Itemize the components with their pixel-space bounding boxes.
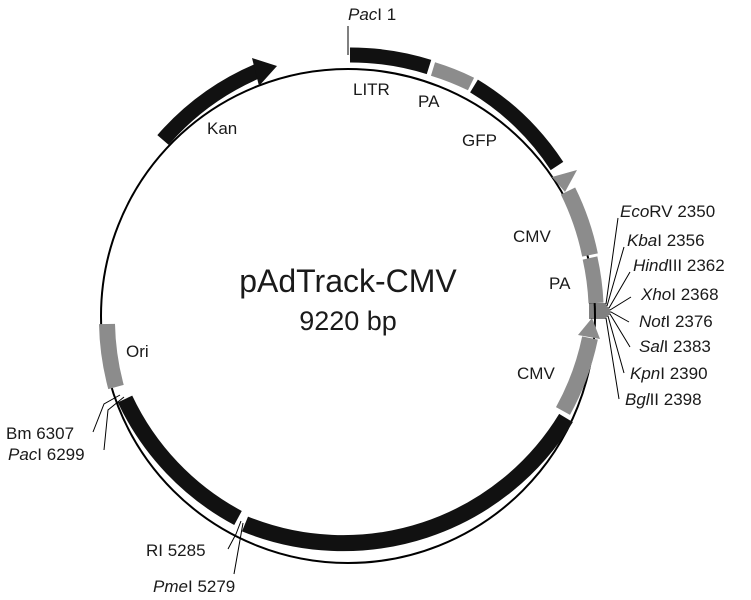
plasmid-size: 9220 bp: [299, 306, 397, 336]
site-label-kpni: KpnI 2390: [630, 364, 708, 383]
site-label-ri: RI 5285: [146, 541, 206, 560]
plasmid-name: pAdTrack-CMV: [239, 263, 457, 299]
site-label-sali: SalI 2383: [639, 337, 711, 356]
label-pa-top: PA: [418, 92, 440, 111]
site-label-xhoi: XhoI 2368: [640, 285, 719, 304]
kan-arrowhead: [252, 58, 277, 86]
feature-dark-lower-left: [117, 395, 242, 526]
mcs-leader-lines: [589, 217, 632, 400]
site-label-hindiii: HindIII 2362: [633, 256, 725, 275]
cmv-lower-arrowhead: [578, 318, 600, 339]
cmv-upper-arrowhead: [552, 170, 577, 192]
site-label-pacI-top: PacI 1: [348, 5, 396, 24]
site-label-pmei: PmeI 5279: [153, 577, 235, 596]
feature-dark-lower-right: [241, 413, 573, 552]
feature-ori: [99, 323, 124, 390]
site-label-noti: NotI 2376: [639, 312, 713, 331]
feature-cmv-upper: [560, 187, 598, 257]
label-pa-mid: PA: [549, 274, 571, 293]
site-label-ecorv: EcoRV 2350: [620, 202, 715, 221]
left-site-leader-lines: [92, 394, 125, 451]
label-cmv-lower: CMV: [517, 364, 555, 383]
label-cmv-upper: CMV: [513, 227, 551, 246]
label-ori: Ori: [126, 342, 149, 361]
feature-pa-mid: [582, 256, 604, 304]
feature-cmv-lower: [555, 336, 598, 415]
site-label-pacI-left: PacI 6299: [8, 445, 85, 464]
site-label-kbai: KbaI 2356: [627, 231, 705, 250]
label-litr: LITR: [353, 80, 390, 99]
bottom-site-leader-lines: [227, 520, 244, 575]
site-label-bm: Bm 6307: [6, 424, 74, 443]
feature-kan: [157, 63, 263, 145]
feature-gfp: [470, 79, 564, 171]
label-gfp: GFP: [462, 131, 497, 150]
feature-litr: [349, 47, 432, 75]
site-label-bglii: BglII 2398: [625, 390, 702, 409]
feature-pa-top: [430, 62, 475, 91]
label-kan: Kan: [207, 119, 237, 138]
